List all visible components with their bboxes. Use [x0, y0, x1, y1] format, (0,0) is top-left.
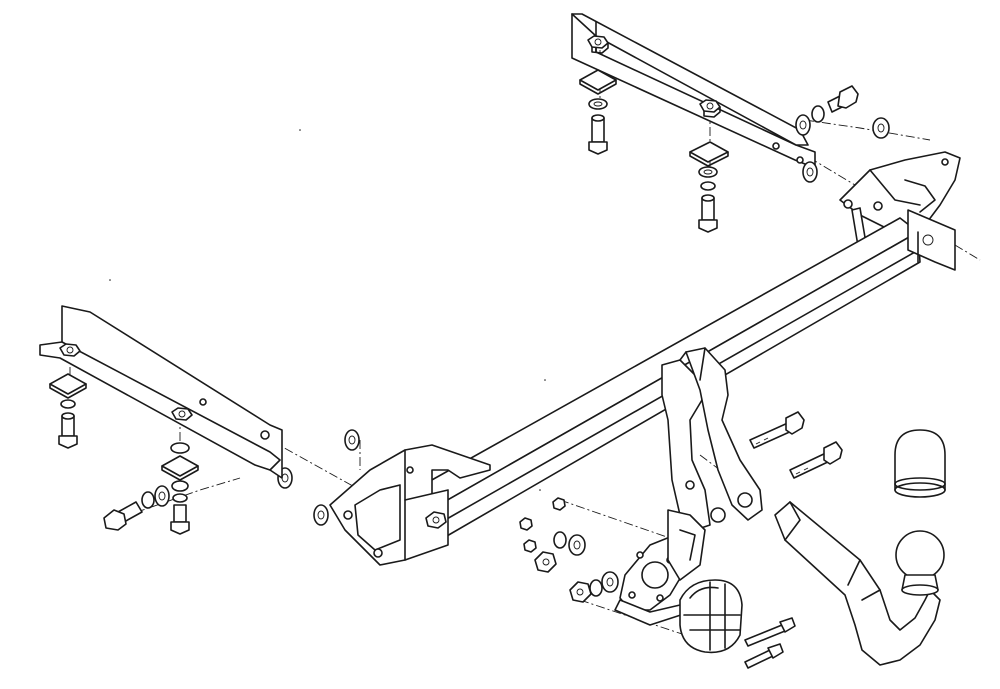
ball-mount-bolt-2: [789, 441, 843, 479]
left-mount-plate: [329, 444, 491, 566]
ball-mount-plates: [661, 347, 763, 531]
bolt-stack-left-2: [161, 442, 199, 535]
bolt-stack-top-left: [579, 69, 617, 155]
socket-bracket: [614, 509, 706, 626]
bolt-stack-top-right: [689, 141, 729, 233]
socket-screw-2: [744, 643, 784, 669]
nut-crossbar-left: [425, 511, 447, 529]
nut-left-bracket-1: [59, 343, 81, 357]
tow-ball: [895, 530, 945, 596]
nut-top-left: [587, 35, 609, 54]
side-bolt-top: [795, 85, 890, 183]
tow-arm: [774, 501, 941, 666]
rear-left-bracket: [39, 305, 283, 479]
electrical-socket: [679, 579, 743, 654]
scan-dots: [109, 129, 546, 491]
nut-left-bracket-2: [171, 407, 193, 421]
side-bolt-left: [103, 485, 170, 531]
ball-mount-bolt-1: [749, 411, 805, 449]
socket-nuts-washers: [519, 497, 619, 603]
bolt-stack-left-1: [49, 373, 87, 449]
nut-top-right: [699, 99, 721, 118]
washers-left-plate: [277, 429, 360, 526]
socket-screw-1: [744, 617, 796, 647]
ball-cover-cap: [894, 429, 946, 498]
rear-right-bracket: [571, 13, 816, 169]
